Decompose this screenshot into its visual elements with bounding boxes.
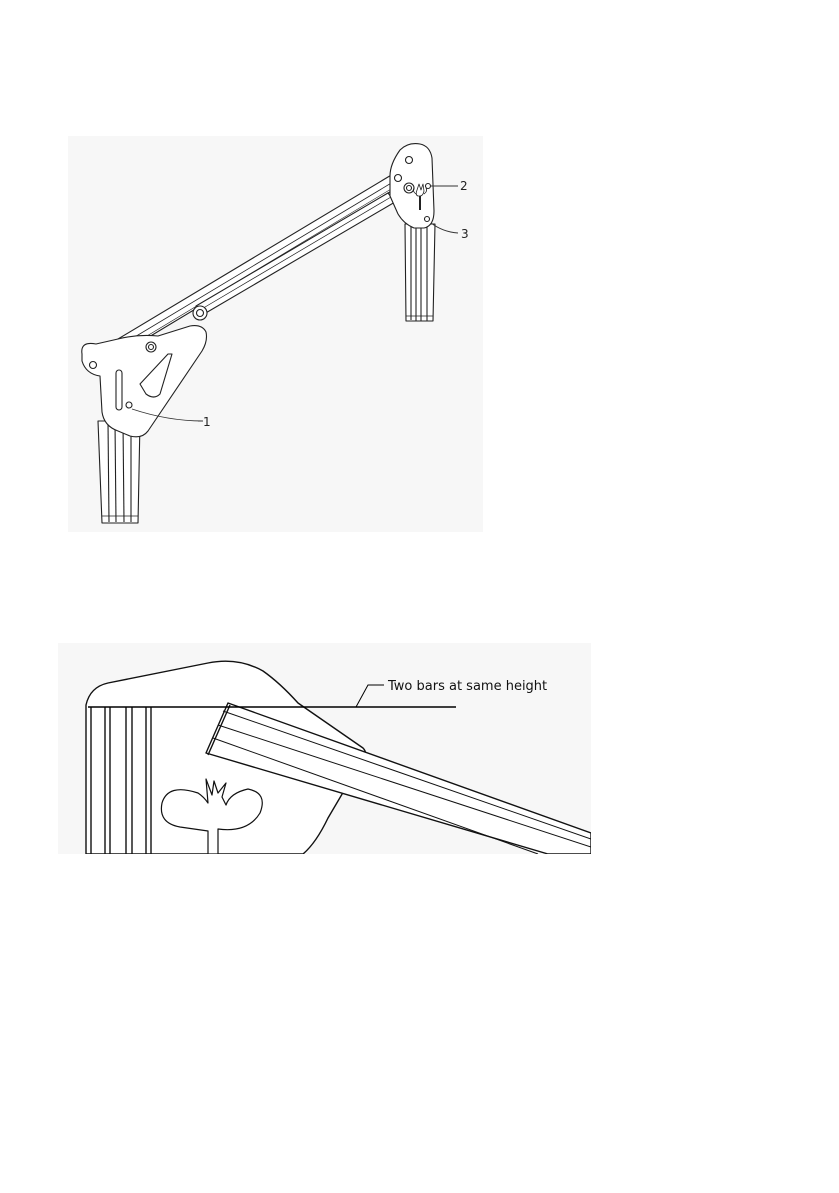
diagonal-brace [196, 193, 395, 314]
frame-assembly-figure: 1 2 3 [68, 136, 483, 532]
frame-assembly-drawing: 1 2 3 [68, 136, 483, 532]
annotation-label: Two bars at same height [387, 679, 547, 694]
right-post [405, 224, 435, 321]
callout-1-label: 1 [203, 415, 211, 429]
callout-3-label: 3 [461, 227, 469, 241]
detail-view-figure: Two bars at same height [58, 643, 591, 854]
right-corner-plate [390, 144, 434, 228]
brace-bolt [193, 306, 207, 320]
callout-2-label: 2 [460, 179, 468, 193]
detail-view-drawing: Two bars at same height [58, 643, 591, 854]
top-bar [103, 174, 403, 358]
annotation-leader [356, 685, 384, 707]
